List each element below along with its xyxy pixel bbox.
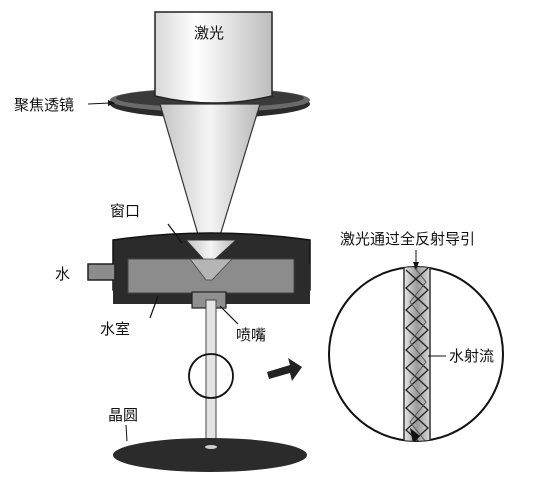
pointer-arrow [267, 358, 302, 381]
label-water: 水 [55, 265, 71, 283]
water-inlet-pipe [87, 263, 116, 281]
leader-wafer [125, 424, 128, 442]
label-water-jet: 水射流 [449, 347, 495, 365]
wafer [113, 438, 307, 472]
label-guide-title: 激光通过全反射导引 [340, 230, 476, 248]
water-jet-stream [205, 299, 217, 449]
leader-window [167, 223, 183, 244]
leader-water-chamber [149, 295, 159, 319]
laser-head [154, 11, 273, 104]
magnify-circle-small [188, 353, 234, 399]
label-water-chamber: 水室 [100, 320, 131, 338]
label-laser: 激光 [194, 24, 225, 42]
label-window: 窗口 [110, 202, 141, 220]
label-focus-lens: 聚焦透镜 [14, 96, 75, 114]
leader-nozzle [219, 305, 239, 325]
leader-focus-lens [87, 102, 111, 105]
label-wafer: 晶圆 [108, 406, 139, 424]
jet-total-reflection-detail [403, 267, 431, 441]
label-nozzle: 喷嘴 [236, 326, 267, 344]
